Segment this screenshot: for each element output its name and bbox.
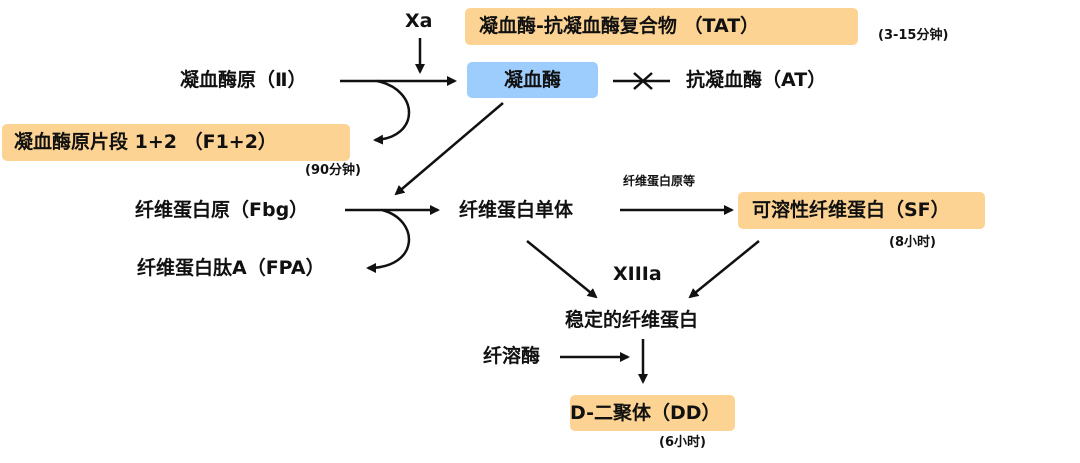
fpa-label: 纤维蛋白肽A（FPA） (137, 257, 325, 279)
tat-time: (3-15分钟) (878, 28, 949, 43)
sf-time: (8小时) (889, 235, 936, 250)
prothrombin-label: 凝血酶原（Ⅱ） (180, 69, 307, 91)
arrow-sf-stable (688, 240, 760, 299)
f12-time: (90分钟) (305, 163, 361, 178)
tat-label: 凝血酶-抗凝血酶复合物 （TAT） (479, 15, 760, 37)
sf-box: 可溶性纤维蛋白（SF） (738, 192, 985, 229)
plasmin-label: 纤溶酶 (483, 345, 541, 367)
antithrombin-label: 抗凝血酶（AT） (686, 69, 827, 91)
f12-box: 凝血酶原片段 1+2 （F1+2） (2, 124, 350, 161)
arrow-curve-fpa (366, 208, 410, 273)
fibrinogen-label: 纤维蛋白原（Fbg） (135, 199, 309, 221)
arrow-monomer-stable (526, 240, 598, 299)
monomer-label: 纤维蛋白单体 (459, 199, 574, 221)
sf-label: 可溶性纤维蛋白（SF） (752, 199, 950, 221)
thrombin-label: 凝血酶 (503, 68, 561, 91)
tat-box: 凝血酶-抗凝血酶复合物 （TAT） (465, 8, 858, 45)
arrow-thrombin-fibrinogen (394, 102, 504, 196)
thrombin-box: 凝血酶 (467, 62, 598, 98)
dd-box: D-二聚体（DD） (570, 395, 735, 431)
dd-label: D-二聚体（DD） (570, 401, 721, 424)
arrow-curve-f12 (373, 79, 411, 145)
dd-time: (6小时) (659, 435, 706, 450)
xa-label: Xa (405, 10, 433, 32)
f12-label: 凝血酶原片段 1+2 （F1+2） (14, 131, 277, 153)
inhibit-x-2 (633, 72, 653, 90)
stable-fibrin-label: 稳定的纤维蛋白 (565, 309, 699, 331)
monomer-to-sf-label: 纤维蛋白原等 (623, 174, 696, 188)
xiiia-label: XIIIa (613, 263, 662, 285)
